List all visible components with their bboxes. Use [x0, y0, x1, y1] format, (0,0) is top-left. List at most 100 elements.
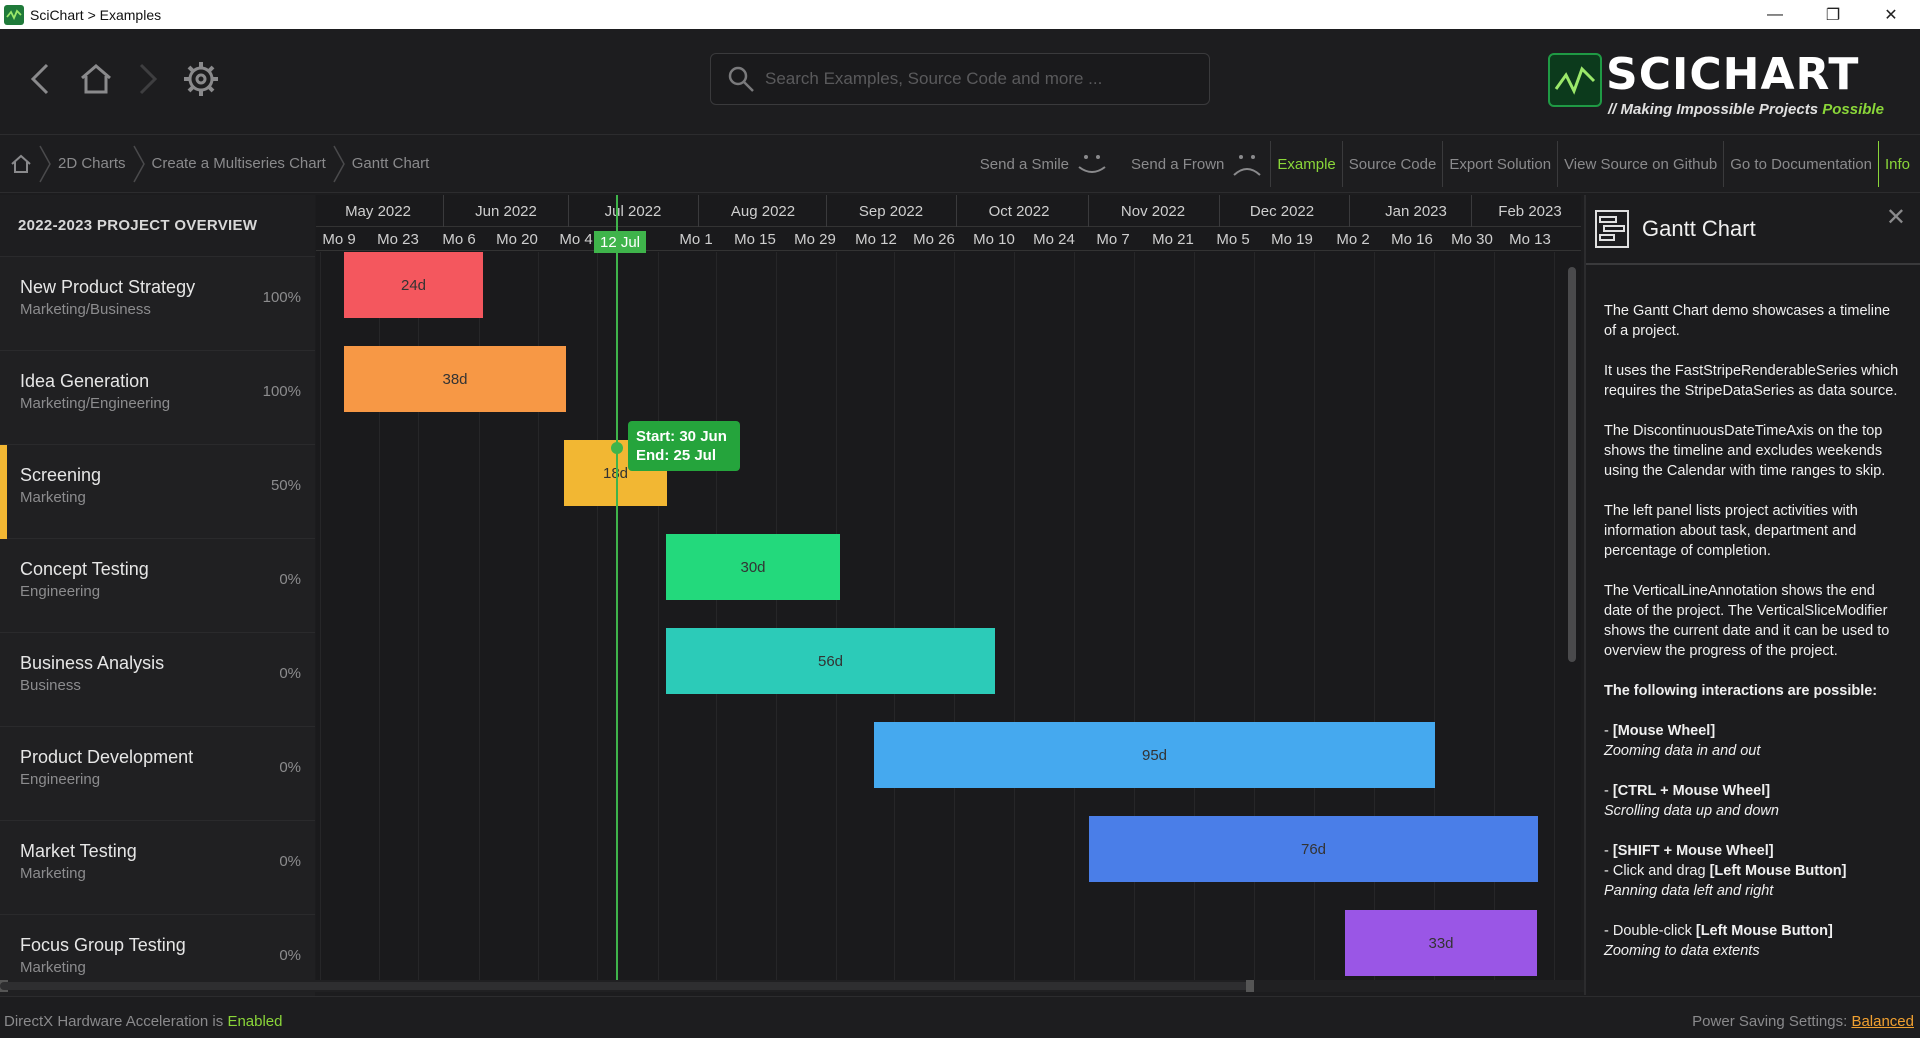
- info-panel-title: Gantt Chart: [1642, 216, 1756, 241]
- tab-example[interactable]: Example: [1277, 155, 1336, 173]
- gridline: [1194, 252, 1195, 980]
- month-separator: [698, 195, 699, 227]
- gantt-bar[interactable]: 76d: [1089, 816, 1538, 882]
- month-separator: [568, 195, 569, 227]
- week-tick-label: Mo 10: [973, 231, 1015, 248]
- breadcrumb-item-gantt[interactable]: Gantt Chart: [351, 155, 430, 172]
- task-department: Marketing: [20, 865, 86, 882]
- breadcrumb-separator-icon: [132, 145, 145, 182]
- directx-status: DirectX Hardware Acceleration is Enabled: [4, 1013, 283, 1030]
- gridline: [1254, 252, 1255, 980]
- week-tick-label: Mo 5: [1216, 231, 1250, 248]
- toolbar: Send a Smile Send a Frown Example Source…: [974, 135, 1920, 193]
- restore-button[interactable]: ❐: [1825, 6, 1841, 24]
- gear-icon[interactable]: [173, 51, 229, 107]
- gantt-bar[interactable]: 24d: [344, 252, 483, 318]
- horizontal-scrollbar[interactable]: [0, 980, 1584, 992]
- search-box[interactable]: Search Examples, Source Code and more ..…: [710, 53, 1210, 105]
- breadcrumb-separator-icon: [333, 145, 345, 182]
- task-completion: 100%: [262, 289, 301, 306]
- export-solution-button[interactable]: Export Solution: [1449, 155, 1552, 173]
- send-frown-label: Send a Frown: [1131, 155, 1225, 173]
- window-title-bar: SciChart > Examples — ❐ ✕: [0, 0, 1920, 29]
- status-bar: DirectX Hardware Acceleration is Enabled…: [0, 996, 1920, 1038]
- week-tick-label: Mo 29: [794, 231, 836, 248]
- month-tick-label: Jul 2022: [604, 203, 662, 220]
- home-icon[interactable]: [68, 51, 124, 107]
- task-department: Marketing/Engineering: [20, 395, 171, 412]
- task-department: Marketing: [20, 489, 86, 506]
- month-tick-label: Oct 2022: [988, 203, 1050, 220]
- task-completion: 0%: [279, 665, 301, 682]
- gridline: [1074, 252, 1075, 980]
- month-tick-label: Aug 2022: [730, 203, 796, 220]
- minimize-button[interactable]: —: [1767, 5, 1783, 23]
- breadcrumb-item-2d-charts[interactable]: 2D Charts: [58, 155, 126, 172]
- search-input[interactable]: Search Examples, Source Code and more ..…: [765, 69, 1103, 88]
- forward-icon[interactable]: [120, 51, 176, 107]
- back-icon[interactable]: [12, 51, 68, 107]
- project-overview-header: 2022-2023 PROJECT OVERVIEW: [0, 195, 315, 257]
- gantt-bar[interactable]: 56d: [666, 628, 995, 694]
- week-tick-label: Mo 2: [1336, 231, 1370, 248]
- gridline: [716, 252, 717, 980]
- tab-info[interactable]: Info: [1884, 155, 1910, 173]
- task-department: Marketing: [20, 959, 86, 976]
- info-paragraph: The Gantt Chart demo showcases a timelin…: [1604, 303, 1891, 339]
- gridline: [320, 252, 321, 980]
- tab-source-code[interactable]: Source Code: [1348, 155, 1437, 173]
- task-name: Market Testing: [20, 841, 137, 861]
- task-department: Business: [20, 677, 81, 694]
- current-date-label: 12 Jul: [594, 231, 646, 253]
- current-date-line[interactable]: [616, 195, 618, 980]
- gantt-bar[interactable]: 33d: [1345, 910, 1537, 976]
- week-tick-label: Mo 7: [1096, 231, 1130, 248]
- interactions-heading: The following interactions are possible:: [1604, 683, 1878, 699]
- power-saving-link[interactable]: Balanced: [1851, 1013, 1914, 1030]
- close-icon[interactable]: ✕: [1885, 204, 1906, 231]
- gridline: [836, 252, 837, 980]
- interaction-double-click: - Double-click [Left Mouse Button]Zoomin…: [1604, 923, 1833, 959]
- breadcrumb-item-multiseries[interactable]: Create a Multiseries Chart: [151, 155, 326, 172]
- gantt-bar[interactable]: 95d: [874, 722, 1435, 788]
- send-smile-button[interactable]: Send a Smile: [974, 135, 1115, 193]
- window-title: SciChart > Examples: [30, 6, 162, 23]
- breadcrumb-separator-icon: [39, 145, 51, 182]
- toolbar-divider: [1442, 141, 1444, 187]
- task-completion: 100%: [262, 383, 301, 400]
- close-window-button[interactable]: ✕: [1884, 6, 1898, 24]
- documentation-link[interactable]: Go to Documentation: [1730, 155, 1872, 173]
- app-icon: [4, 4, 24, 25]
- week-tick-label: Mo 21: [1152, 231, 1194, 248]
- task-completion: 50%: [270, 477, 301, 494]
- breadcrumb-home-icon[interactable]: [10, 135, 32, 192]
- info-panel: Gantt Chart ✕ The Gantt Chart demo showc…: [1584, 195, 1920, 995]
- plot-area[interactable]: 24d38d18d30d56d95d76d33d: [316, 252, 1581, 980]
- scrollbar-right-grip[interactable]: [1246, 980, 1254, 992]
- gantt-bar[interactable]: 38d: [344, 346, 566, 412]
- month-tick-label: Sep 2022: [858, 203, 924, 220]
- logo-mark-icon: [1548, 53, 1602, 107]
- week-tick-label: Mo 13: [1509, 231, 1551, 248]
- vertical-scrollbar[interactable]: [1568, 267, 1576, 662]
- info-paragraph: The DiscontinuousDateTimeAxis on the top…: [1604, 423, 1886, 479]
- week-tick-label: Mo 24: [1033, 231, 1075, 248]
- gridline: [1134, 252, 1135, 980]
- scrollbar-thumb[interactable]: [0, 982, 1254, 990]
- month-tick-label: Jun 2022: [475, 203, 537, 220]
- week-tick-label: Mo 23: [377, 231, 419, 248]
- month-separator: [1471, 195, 1472, 227]
- view-source-github-link[interactable]: View Source on Github: [1564, 155, 1718, 173]
- send-frown-button[interactable]: Send a Frown: [1125, 135, 1270, 193]
- gantt-bar[interactable]: 30d: [666, 534, 840, 600]
